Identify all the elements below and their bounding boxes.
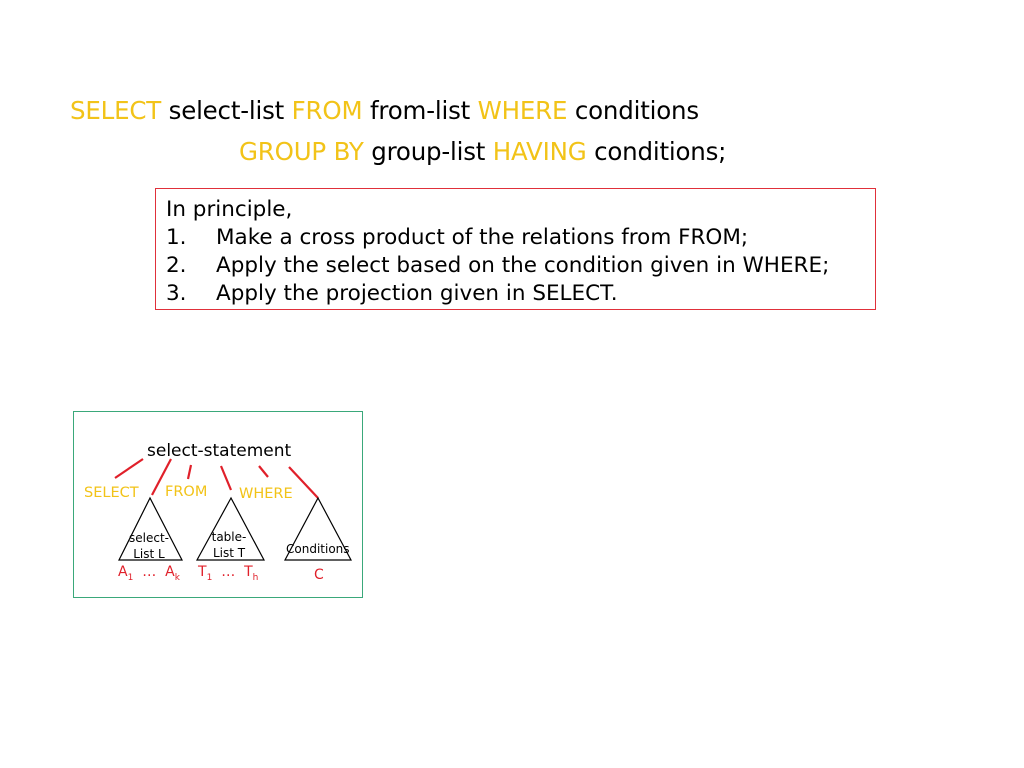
- parse-tree-box: select-statement SELECT FROM WHERE selec…: [73, 411, 363, 598]
- from-keyword: FROM: [291, 96, 363, 125]
- edge-to-conditions: [288, 466, 319, 499]
- attr-ak-letter: A: [165, 564, 175, 580]
- attr-a1-letter: A: [118, 564, 128, 580]
- edge-to-table-list: [219, 465, 233, 491]
- edge-to-where: [258, 465, 269, 478]
- select-list-text: select-list: [168, 96, 285, 125]
- step-number: 3.: [166, 281, 187, 306]
- select-keyword: SELECT: [70, 96, 162, 125]
- conditions-label: Conditions: [286, 542, 350, 556]
- step-text: Apply the select based on the condition …: [216, 253, 830, 278]
- principle-step: 1. Make a cross product of the relations …: [166, 224, 875, 252]
- select-list-line1: select-: [129, 531, 169, 545]
- attr-ak-sub: k: [174, 572, 180, 583]
- principle-intro: In principle,: [166, 197, 293, 222]
- edge-to-from: [186, 464, 193, 480]
- step-number: 2.: [166, 253, 187, 278]
- having-conditions-text: conditions;: [594, 137, 727, 166]
- table-th-sub: h: [252, 572, 259, 583]
- table-list-line1: table-: [211, 530, 247, 544]
- from-list-text: from-list: [370, 96, 471, 125]
- step-text: Make a cross product of the relations fr…: [216, 225, 749, 250]
- select-list-line2: List L: [133, 547, 165, 561]
- table-th-letter: T: [244, 564, 253, 580]
- conditions-triangle: [284, 496, 352, 561]
- where-conditions-text: conditions: [574, 96, 699, 125]
- condition-value: C: [314, 567, 324, 583]
- table-t1-sub: 1: [206, 572, 213, 583]
- groupby-keyword: GROUP BY: [239, 137, 364, 166]
- attribute-list-values: A1 … Ak: [118, 564, 180, 583]
- table-ellipsis: …: [221, 564, 236, 580]
- select-list-label: select- List L: [120, 530, 178, 562]
- group-list-text: group-list: [371, 137, 486, 166]
- where-keyword: WHERE: [477, 96, 568, 125]
- edge-to-select: [114, 458, 144, 479]
- principle-box: In principle, 1. Make a cross product of …: [155, 188, 876, 310]
- table-list-triangle: [195, 496, 265, 561]
- table-list-label: table- List T: [200, 529, 258, 561]
- tree-from-keyword: FROM: [165, 484, 208, 500]
- tree-select-keyword: SELECT: [84, 485, 139, 501]
- attr-a1-sub: 1: [127, 572, 134, 583]
- select-list-triangle: [118, 496, 183, 561]
- table-list-line2: List T: [212, 546, 246, 560]
- edge-to-select-list: [151, 458, 172, 496]
- query-line-2: GROUP BY group-list HAVING conditions;: [239, 137, 726, 166]
- parse-tree-lines: [114, 458, 352, 561]
- step-text: Apply the projection given in SELECT.: [216, 281, 618, 306]
- tree-root-label: select-statement: [147, 441, 292, 461]
- table-list-values: T1 … Th: [198, 564, 258, 583]
- principle-step: 2. Apply the select based on the conditio…: [166, 252, 875, 280]
- attr-ellipsis: …: [142, 564, 157, 580]
- having-keyword: HAVING: [492, 137, 587, 166]
- principle-step: 3. Apply the projection given in SELECT.: [166, 280, 875, 308]
- query-line-1: SELECT select-list FROM from-list WHERE …: [70, 96, 699, 125]
- tree-where-keyword: WHERE: [239, 486, 293, 502]
- step-number: 1.: [166, 225, 187, 250]
- table-t1-letter: T: [198, 564, 207, 580]
